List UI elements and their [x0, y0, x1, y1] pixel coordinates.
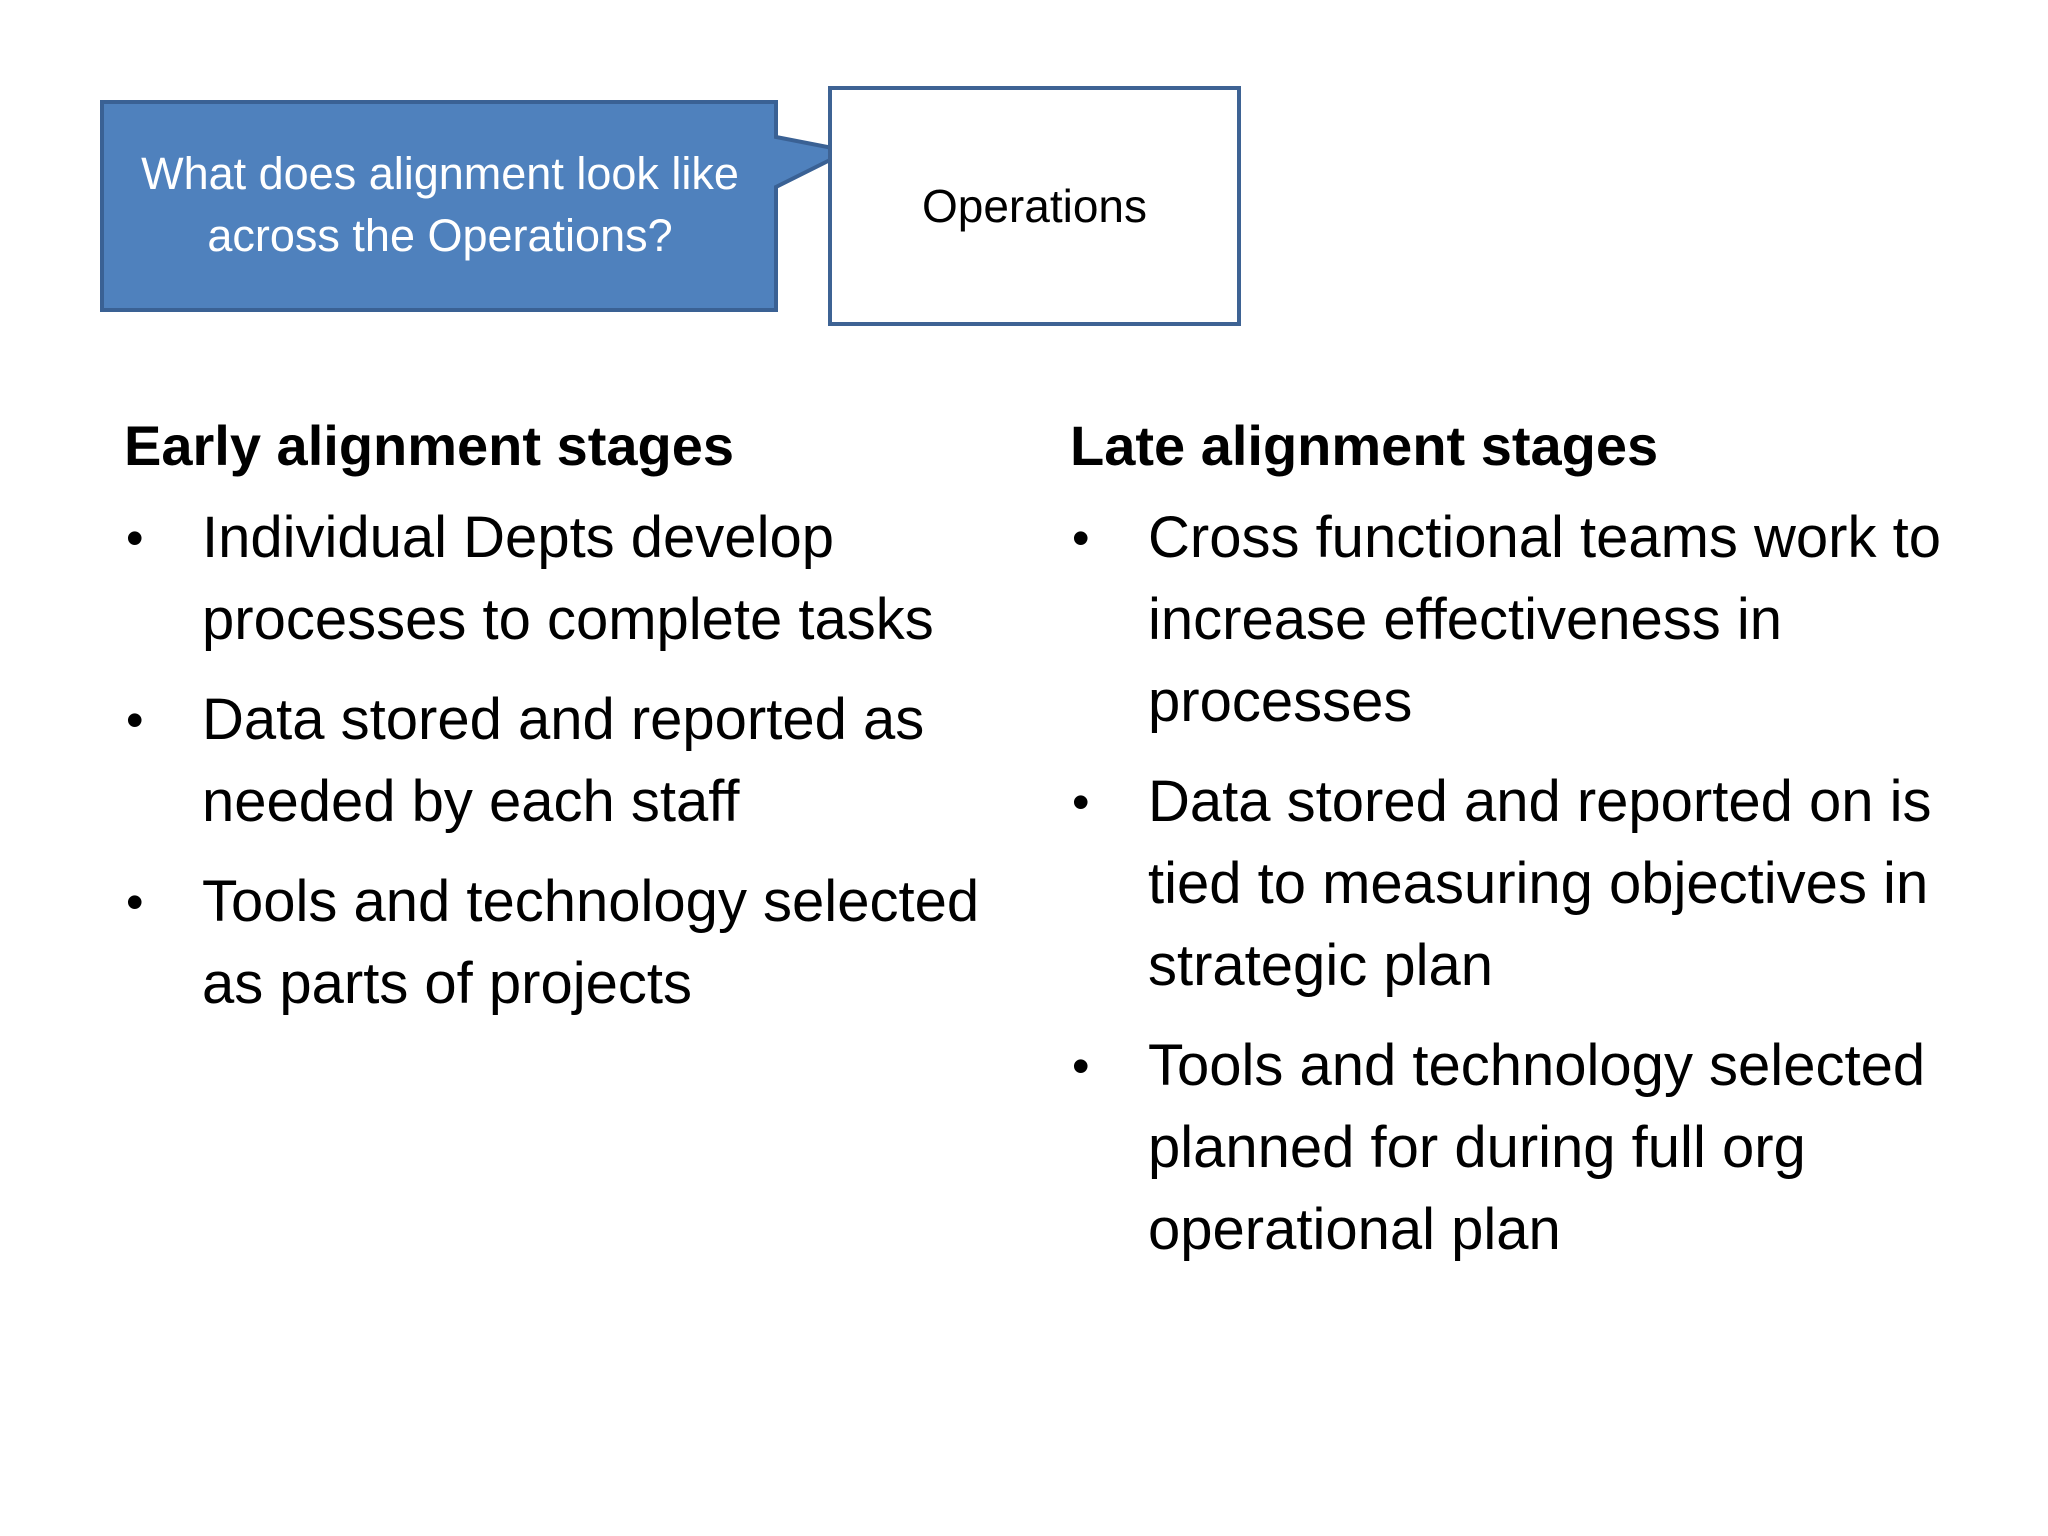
- list-item: • Individual Depts develop processes to …: [124, 497, 1004, 661]
- list-item-text: Tools and technology selected planned fo…: [1148, 1033, 1926, 1262]
- list-item: • Tools and technology selected planned …: [1070, 1025, 1970, 1271]
- bullet-icon: •: [1072, 510, 1090, 566]
- list-item: • Data stored and reported as needed by …: [124, 679, 1004, 843]
- early-alignment-list: • Individual Depts develop processes to …: [124, 497, 1004, 1025]
- bullet-icon: •: [1072, 1038, 1090, 1094]
- bullet-icon: •: [126, 874, 144, 930]
- list-item-text: Data stored and reported as needed by ea…: [202, 687, 925, 834]
- late-alignment-list: • Cross functional teams work to increas…: [1070, 497, 1970, 1271]
- early-alignment-column: Early alignment stages • Individual Dept…: [124, 405, 1004, 1043]
- list-item-text: Tools and technology selected as parts o…: [202, 869, 980, 1016]
- list-item: • Cross functional teams work to increas…: [1070, 497, 1970, 743]
- early-alignment-heading: Early alignment stages: [124, 414, 735, 477]
- bullet-icon: •: [126, 510, 144, 566]
- callout-text: What does alignment look like across the…: [141, 148, 739, 261]
- list-item-text: Cross functional teams work to increase …: [1148, 505, 1941, 734]
- callout-bubble: [100, 100, 855, 312]
- late-alignment-column: Late alignment stages • Cross functional…: [1070, 405, 1970, 1289]
- list-item: • Tools and technology selected as parts…: [124, 861, 1004, 1025]
- operations-box: Operations: [828, 86, 1241, 326]
- operations-label: Operations: [921, 180, 1147, 232]
- list-item-text: Data stored and reported on is tied to m…: [1148, 769, 1932, 998]
- bullet-icon: •: [126, 692, 144, 748]
- list-item: • Data stored and reported on is tied to…: [1070, 761, 1970, 1007]
- list-item-text: Individual Depts develop processes to co…: [202, 505, 934, 652]
- late-alignment-heading: Late alignment stages: [1070, 414, 1659, 477]
- bullet-icon: •: [1072, 774, 1090, 830]
